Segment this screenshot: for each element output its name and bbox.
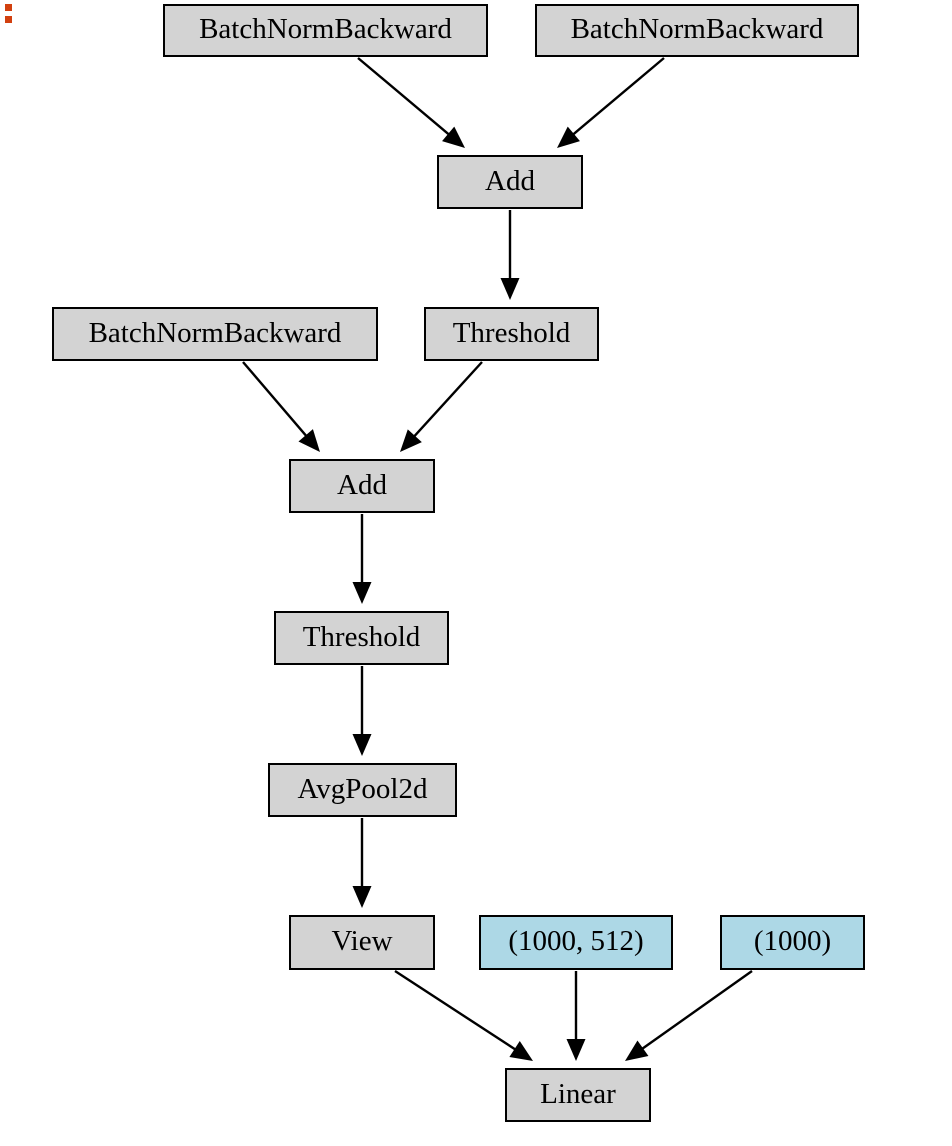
graph-edge-avg-to-view [352, 818, 372, 908]
graph-node-w2[interactable]: (1000) [720, 915, 865, 970]
node-label: Linear [540, 1077, 616, 1110]
graph-node-w1[interactable]: (1000, 512) [479, 915, 673, 970]
graph-node-add1[interactable]: Add [437, 155, 583, 209]
graph-edge-view-to-lin [394, 969, 533, 1061]
node-label: View [331, 925, 393, 957]
graph-edge-add1-to-th1 [500, 210, 520, 300]
graph-node-bn1[interactable]: BatchNormBackward [163, 4, 488, 57]
node-label: BatchNormBackward [199, 13, 452, 45]
graph-edge-w2-to-lin [625, 970, 753, 1061]
node-label: AvgPool2d [297, 772, 428, 805]
graph-node-bn3[interactable]: BatchNormBackward [52, 307, 378, 361]
graph-edge-bn3-to-add2 [242, 361, 320, 452]
node-label: (1000, 512) [508, 925, 644, 957]
graph-edge-th2-to-avg [352, 666, 372, 756]
graph-edge-w1-to-lin [566, 971, 586, 1061]
node-label: Threshold [302, 620, 421, 653]
ellipsis-dot [5, 16, 12, 23]
ellipsis-dot [5, 4, 12, 11]
node-label: (1000) [753, 925, 832, 957]
graph-edge-bn1-to-add1 [357, 57, 465, 148]
graph-edge-th1-to-add2 [400, 361, 483, 452]
graph-node-th2[interactable]: Threshold [274, 611, 449, 665]
node-label: BatchNormBackward [570, 13, 824, 45]
graph-node-th1[interactable]: Threshold [424, 307, 599, 361]
graph-node-lin[interactable]: Linear [505, 1068, 651, 1122]
node-label: BatchNormBackward [88, 316, 342, 349]
node-label: Add [485, 164, 535, 197]
node-label: Add [337, 468, 387, 501]
graph-node-bn2[interactable]: BatchNormBackward [535, 4, 859, 57]
graph-node-add2[interactable]: Add [289, 459, 435, 513]
graph-edge-add2-to-th2 [352, 514, 372, 604]
graph-edge-bn2-to-add1 [557, 57, 665, 148]
graph-node-view[interactable]: View [289, 915, 435, 970]
graph-node-avg[interactable]: AvgPool2d [268, 763, 457, 817]
node-label: Threshold [452, 316, 571, 349]
truncation-ellipsis-marker [5, 4, 12, 23]
